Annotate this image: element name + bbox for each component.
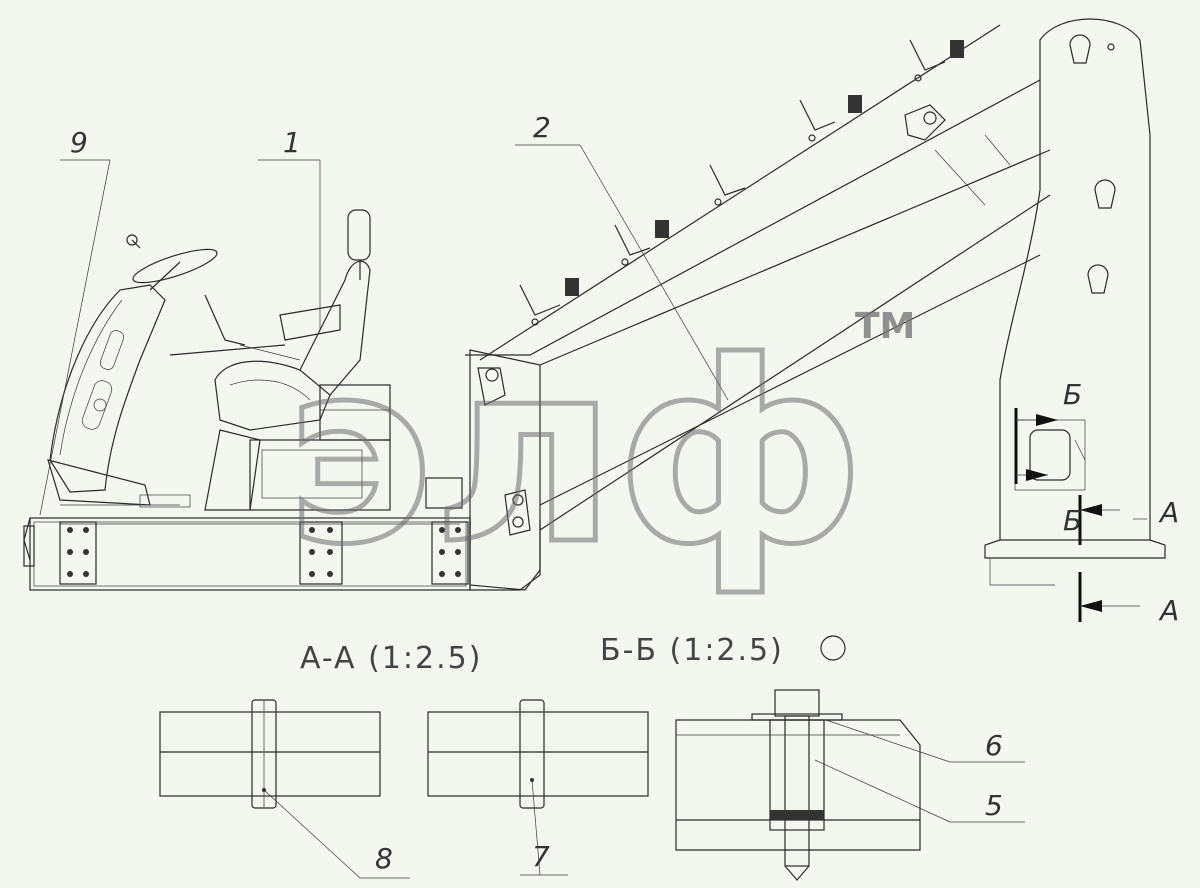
callout-6: 6 bbox=[985, 729, 1003, 762]
callout-2: 2 bbox=[533, 111, 551, 144]
chassis-frame bbox=[23, 517, 541, 591]
boom-arm bbox=[465, 24, 1051, 591]
callout-9: 9 bbox=[70, 126, 88, 159]
callout-5: 5 bbox=[985, 789, 1003, 822]
callout-8: 8 bbox=[375, 842, 393, 875]
watermark-logo-text: элф bbox=[285, 308, 864, 599]
section-bb-title: Б-Б (1:2.5) bbox=[600, 633, 784, 668]
mast-column bbox=[984, 18, 1166, 586]
callout-7: 7 bbox=[532, 840, 550, 873]
mark-a-bottom: A bbox=[1158, 594, 1179, 627]
callout-1: 1 bbox=[283, 126, 301, 159]
mark-a-top: A bbox=[1158, 496, 1179, 529]
watermark-logo: элф TM bbox=[283, 306, 916, 602]
section-bb-view: Б-Б (1:2.5) 6 5 bbox=[600, 633, 1025, 881]
watermark-tm: TM bbox=[855, 306, 915, 347]
operator-station bbox=[47, 209, 463, 511]
section-aa-title: A-A (1:2.5) bbox=[300, 641, 482, 676]
mark-b-bottom: Б bbox=[1063, 504, 1082, 537]
section-marks: Б Б A A bbox=[1014, 378, 1179, 627]
callouts-top: 9 1 2 bbox=[39, 111, 729, 516]
section-aa-view: A-A (1:2.5) 8 7 bbox=[159, 641, 649, 879]
mark-b-top: Б bbox=[1063, 378, 1082, 411]
